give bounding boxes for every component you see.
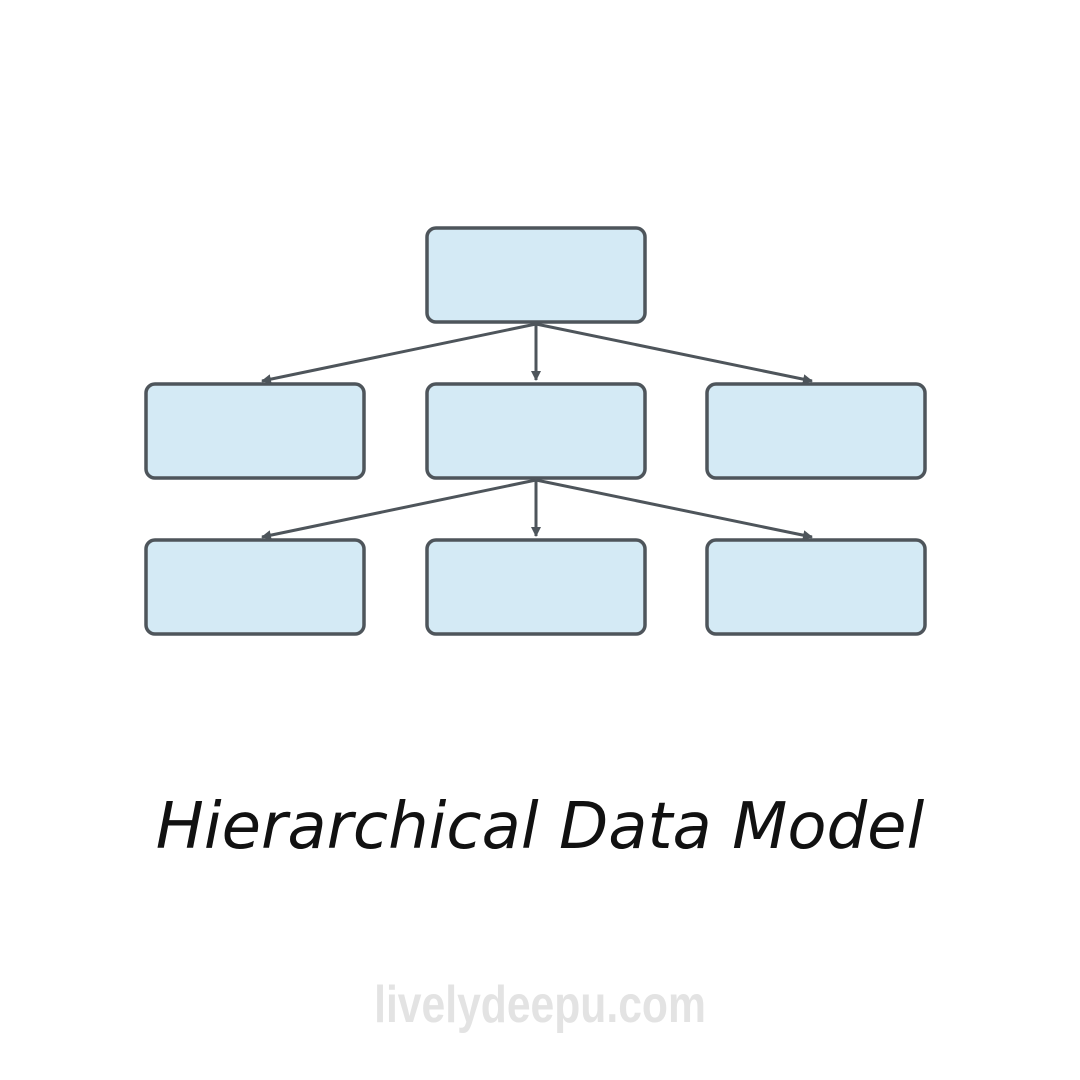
edge bbox=[535, 322, 813, 385]
edge bbox=[261, 478, 537, 541]
node-l1-right bbox=[705, 382, 927, 480]
edge bbox=[261, 322, 537, 385]
node-l2-mid bbox=[425, 538, 647, 636]
node-l2-right bbox=[705, 538, 927, 636]
node-root bbox=[425, 226, 647, 324]
node-l1-mid bbox=[425, 382, 647, 480]
node-l2-left bbox=[144, 538, 366, 636]
diagram-title: Hierarchical Data Model bbox=[155, 790, 925, 864]
node-l1-left bbox=[144, 382, 366, 480]
watermark: livelydeepu.com bbox=[374, 976, 706, 1034]
edge bbox=[535, 478, 813, 541]
